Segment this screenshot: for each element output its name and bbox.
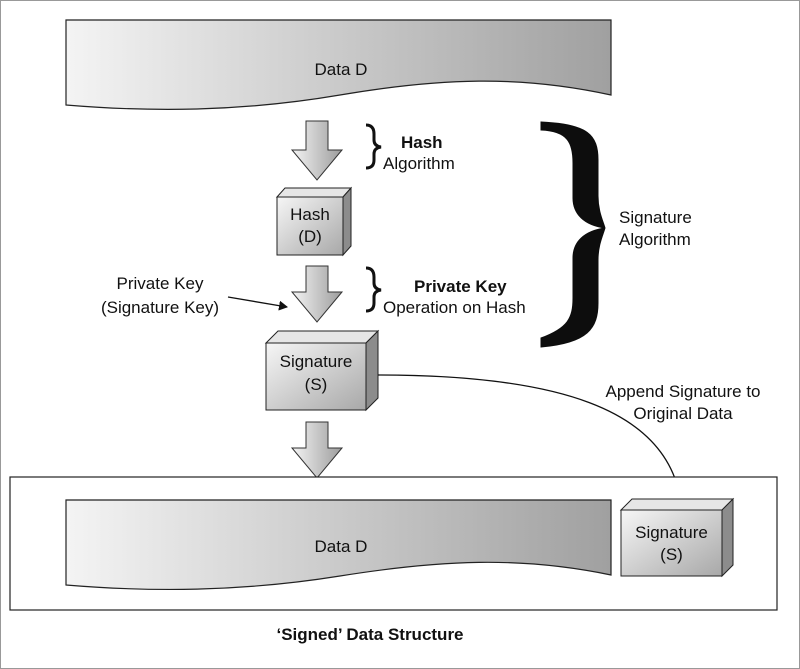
signature-algorithm-line2: Algorithm — [619, 230, 691, 249]
signature-algorithm-brace-icon — [540, 121, 606, 348]
hash-box-line2: (D) — [298, 227, 322, 246]
signature-box-line1: Signature — [279, 352, 353, 371]
top-document-label: Data D — [314, 60, 368, 79]
private-key-step-title: Private Key — [414, 277, 507, 296]
appended-signature-line1: Signature — [635, 523, 708, 542]
private-key-brace-icon — [365, 266, 382, 313]
append-note-line1: Append Signature to — [605, 382, 761, 401]
hash-step-subtitle: Algorithm — [383, 154, 455, 173]
hash-brace-icon — [365, 123, 382, 170]
top-document-shape — [65, 19, 612, 110]
bottom-document-shape — [65, 499, 612, 591]
signed-structure-caption: ‘Signed’ Data Structure — [276, 625, 464, 644]
private-key-pointer — [227, 296, 288, 311]
private-key-input-line2: (Signature Key) — [100, 298, 220, 317]
down-arrow-3 — [290, 421, 344, 479]
appended-signature-line2: (S) — [660, 545, 683, 564]
bottom-document-label: Data D — [314, 537, 368, 556]
hash-box-3d — [275, 186, 353, 257]
signature-box-line2: (S) — [304, 375, 328, 394]
hash-step-title: Hash — [401, 133, 443, 152]
appended-signature-box-3d — [619, 497, 735, 578]
append-curve-arrow — [377, 374, 683, 493]
append-note-line2: Original Data — [633, 404, 733, 423]
private-key-step-subtitle: Operation on Hash — [383, 298, 526, 317]
hash-box-line1: Hash — [290, 205, 330, 224]
signature-box-3d — [264, 329, 380, 412]
down-arrow-2 — [290, 265, 344, 323]
down-arrow-1 — [290, 120, 344, 181]
signature-algorithm-line1: Signature — [619, 208, 692, 227]
private-key-input-line1: Private Key — [116, 274, 204, 293]
